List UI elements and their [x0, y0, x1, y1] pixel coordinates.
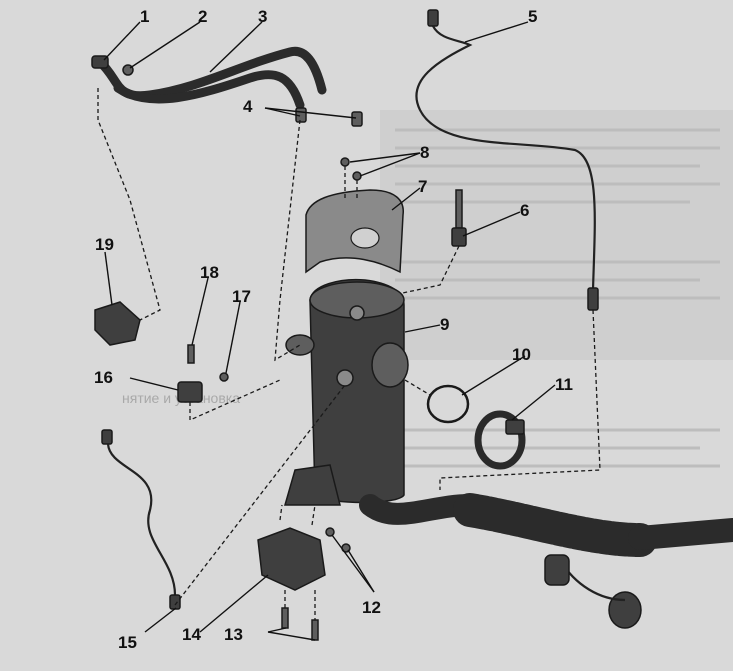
particulate-filter-body	[284, 278, 409, 506]
leader-lines	[103, 21, 556, 641]
callout-1: 1	[140, 7, 149, 26]
callout-5: 5	[528, 7, 537, 26]
lower-sensor-wire	[101, 384, 346, 610]
heat-shield	[305, 189, 404, 274]
band-clamp	[474, 410, 526, 470]
pressure-sensor	[177, 379, 281, 422]
exhaust-outlet-pipe	[359, 493, 733, 629]
callout-14: 14	[182, 625, 201, 644]
callout-4: 4	[243, 97, 253, 116]
callout-labels: 1 2 3 4 5 6 7 8 9 10 11 12 13 14 15 16 1…	[94, 7, 573, 652]
callout-17: 17	[232, 287, 251, 306]
lower-sensor-boss	[336, 369, 354, 387]
side-outlet	[371, 342, 409, 388]
faded-page-strip	[380, 110, 733, 360]
pressure-port	[285, 334, 315, 356]
sensor-bolt	[187, 344, 195, 364]
callout-8: 8	[420, 143, 429, 162]
sensor-boss	[349, 305, 365, 321]
heat-shield-hole	[350, 227, 380, 249]
callout-3: 3	[258, 7, 267, 26]
sensor-nut	[219, 372, 229, 382]
callout-19: 19	[95, 235, 114, 254]
shield-screws	[340, 157, 362, 200]
callout-6: 6	[520, 201, 529, 220]
temperature-sensor-wire	[415, 9, 601, 490]
callout-13: 13	[224, 625, 243, 644]
callout-11: 11	[555, 375, 573, 394]
pipe-bracket	[94, 88, 161, 346]
callout-12: 12	[362, 598, 381, 617]
callout-16: 16	[94, 368, 113, 387]
tube-route-line	[274, 119, 301, 362]
callout-10: 10	[512, 345, 531, 364]
faded-text-lines	[395, 128, 720, 468]
callout-9: 9	[440, 315, 449, 334]
callout-15: 15	[118, 633, 137, 652]
callout-2: 2	[198, 7, 207, 26]
mounting-bracket	[257, 504, 326, 591]
callout-7: 7	[418, 177, 427, 196]
flex-hose	[453, 493, 657, 557]
gasket-ring	[426, 384, 470, 424]
callout-18: 18	[200, 263, 219, 282]
